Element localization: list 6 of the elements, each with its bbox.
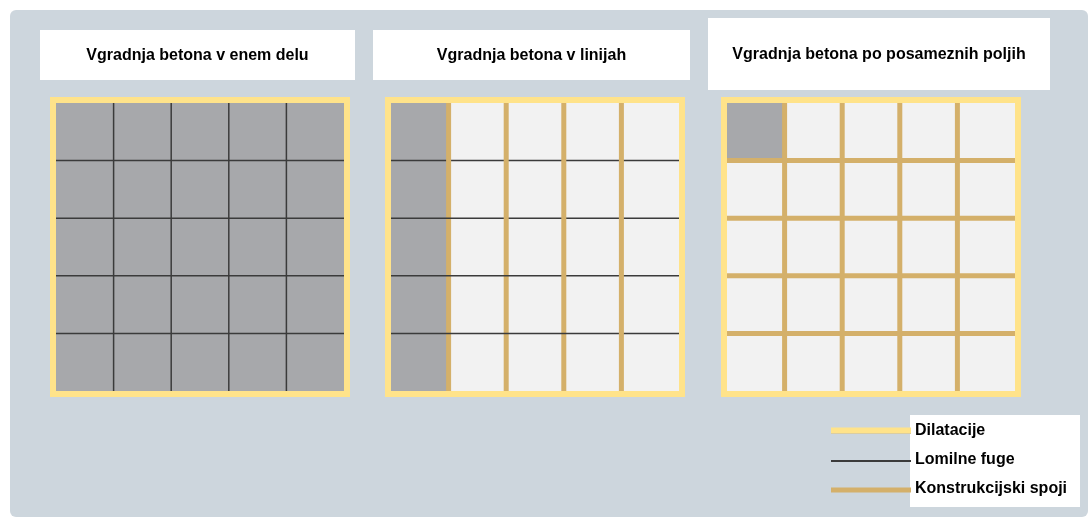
legend-label: Dilatacije <box>915 421 986 439</box>
panel-heading: Vgradnja betona v enem delu <box>40 30 355 80</box>
panel-heading: Vgradnja betona v linijah <box>373 30 690 80</box>
panel-heading: Vgradnja betona po posameznih poljih <box>708 18 1050 90</box>
legend-label: Konstrukcijski spoji <box>915 479 1068 497</box>
legend-label: Lomilne fuge <box>915 450 1015 468</box>
